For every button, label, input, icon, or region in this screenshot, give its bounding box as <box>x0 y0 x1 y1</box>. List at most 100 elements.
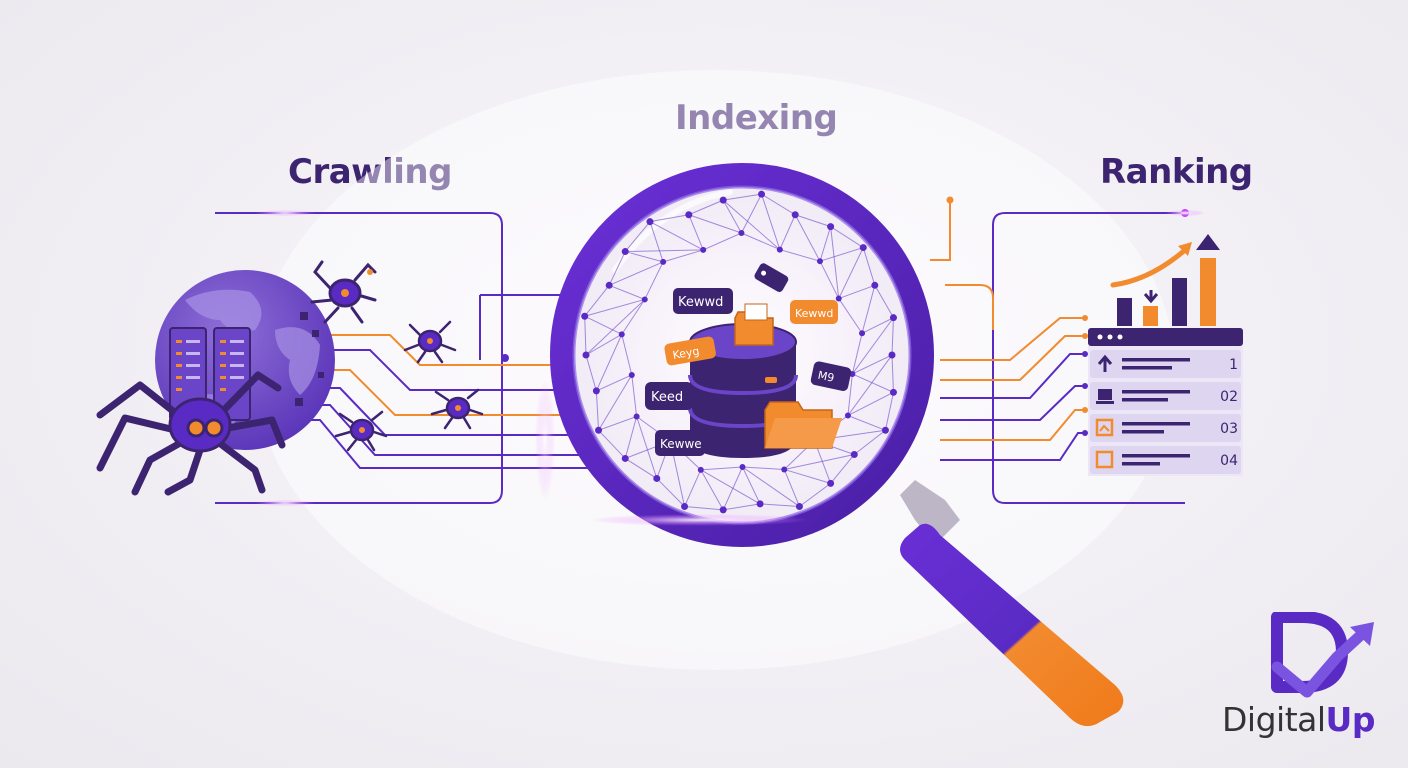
ranking-bracket <box>992 209 1205 504</box>
network-node <box>697 466 704 473</box>
svg-text:Kewwd: Kewwd <box>795 307 833 320</box>
network-node <box>700 246 707 253</box>
network-node <box>816 258 823 265</box>
ranking-number: 1 <box>1229 357 1238 373</box>
network-edge <box>847 415 886 431</box>
folder-icon <box>734 303 774 346</box>
spider-small-icon <box>310 260 377 324</box>
network-node <box>719 196 727 204</box>
network-node <box>581 312 589 320</box>
network-node <box>888 351 896 359</box>
network-edge <box>598 374 633 431</box>
keyword-tag: Keed <box>645 382 693 410</box>
network-edge <box>852 373 894 393</box>
network-edge <box>625 249 704 253</box>
network-edge <box>847 391 894 416</box>
network-edge <box>830 454 855 484</box>
spider-small-icon <box>334 410 388 452</box>
network-edge <box>742 466 785 470</box>
network-edge <box>596 374 632 392</box>
network-edge <box>761 194 781 250</box>
network-edge <box>795 214 831 228</box>
network-edge <box>862 247 876 286</box>
network-node <box>605 281 613 289</box>
network-edge <box>851 333 863 375</box>
network-edge <box>608 261 664 286</box>
crawling-title: Crawling <box>288 152 452 192</box>
square-icon <box>1095 450 1114 469</box>
network-edge <box>585 299 646 356</box>
network-edge <box>723 503 761 511</box>
network-edge <box>741 232 781 251</box>
network-node <box>844 412 851 419</box>
ranking-number: 02 <box>1220 389 1238 405</box>
network-node <box>758 190 766 198</box>
network-edge <box>861 317 894 334</box>
network-node <box>781 466 788 473</box>
network-edge <box>742 466 761 505</box>
network-edge <box>779 249 821 262</box>
network-edge <box>851 317 894 375</box>
image-icon <box>1095 418 1114 437</box>
indexing-title: Indexing <box>675 98 838 138</box>
ranking-title: Ranking <box>1100 152 1253 192</box>
network-edge <box>819 247 864 262</box>
network-node <box>827 223 835 231</box>
network-node <box>646 218 654 226</box>
network-edge <box>891 354 894 393</box>
light-flare <box>535 380 555 500</box>
svg-text:Keed: Keed <box>651 390 683 405</box>
network-edge <box>608 251 626 286</box>
keyword-tag: Kewwe <box>655 430 705 456</box>
keyword-tag: M9 <box>810 361 852 391</box>
network-edge <box>585 333 623 356</box>
network-node <box>719 506 727 514</box>
spider-crawler-icon <box>96 371 286 496</box>
network-edge <box>722 199 742 234</box>
network-node <box>621 454 629 462</box>
network-edge <box>688 199 724 216</box>
network-node <box>835 295 842 302</box>
laptop-icon <box>1096 389 1114 404</box>
network-node <box>595 426 603 434</box>
network-edge <box>621 299 646 335</box>
network-edge <box>700 466 743 471</box>
network-edge <box>663 249 704 263</box>
network-edge <box>783 469 800 507</box>
network-node <box>739 463 746 470</box>
network-edge <box>624 458 658 479</box>
network-edge <box>884 392 894 431</box>
network-node <box>618 331 625 338</box>
network-edge <box>595 334 623 392</box>
network-edge <box>861 285 876 334</box>
ranking-list-item: 1 <box>1090 350 1241 378</box>
ranking-list-item: 02 <box>1090 382 1241 410</box>
network-node <box>660 258 667 265</box>
network-edge <box>636 416 658 479</box>
network-edge <box>784 468 831 484</box>
network-edge <box>625 251 664 263</box>
network-edge <box>723 193 762 201</box>
svg-text:Keyg: Keyg <box>672 345 701 362</box>
ranking-number: 03 <box>1220 421 1238 437</box>
network-edge <box>584 316 587 356</box>
network-edge <box>684 505 724 511</box>
network-edge <box>644 261 664 300</box>
brand-name: DigitalUp <box>1222 700 1375 739</box>
network-edge <box>838 298 863 334</box>
network-node <box>850 450 858 458</box>
ranking-number: 04 <box>1220 453 1238 469</box>
network-edge <box>688 214 704 251</box>
digitalup-logo-icon <box>1271 612 1374 698</box>
light-flare <box>590 514 810 526</box>
network-edge <box>649 214 689 223</box>
svg-text:Kewwe: Kewwe <box>660 437 702 451</box>
network-node <box>628 371 635 378</box>
network-edge <box>584 284 610 317</box>
network-node <box>859 330 866 337</box>
network-node <box>889 388 897 396</box>
network-node <box>582 351 590 359</box>
network-edge <box>700 469 761 505</box>
network-edge <box>649 221 664 263</box>
